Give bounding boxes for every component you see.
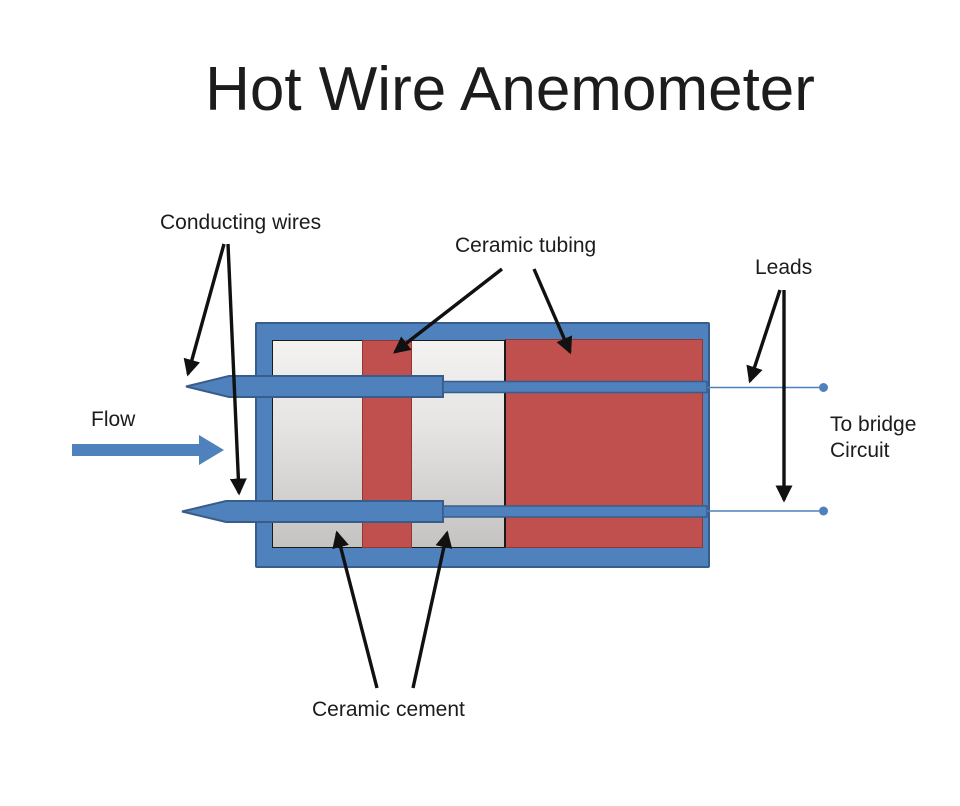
label-ceramic-cement: Ceramic cement: [312, 698, 465, 721]
label-to-bridge-circuit: To bridge Circuit: [830, 412, 916, 464]
label-ceramic-tubing: Ceramic tubing: [455, 234, 597, 257]
label-to-bridge-line2: Circuit: [830, 439, 890, 462]
label-to-bridge-line1: To bridge: [830, 413, 917, 436]
conducting-wires-arrow-bottom: [226, 243, 247, 496]
flow-arrow: [72, 435, 224, 465]
lead-dot-top: [819, 383, 828, 392]
conducting-wires-arrow-top: [183, 243, 226, 377]
label-conducting-wires: Conducting wires: [160, 211, 322, 234]
ceramic-tubing-block: [505, 339, 703, 548]
leads-arrow-top: [746, 289, 782, 384]
slide-title: Hot Wire Anemometer: [205, 55, 815, 124]
label-leads: Leads: [755, 256, 813, 279]
ceramic-tubing-strip: [362, 340, 412, 548]
label-flow: Flow: [91, 408, 136, 431]
lead-dot-bottom: [819, 506, 828, 516]
